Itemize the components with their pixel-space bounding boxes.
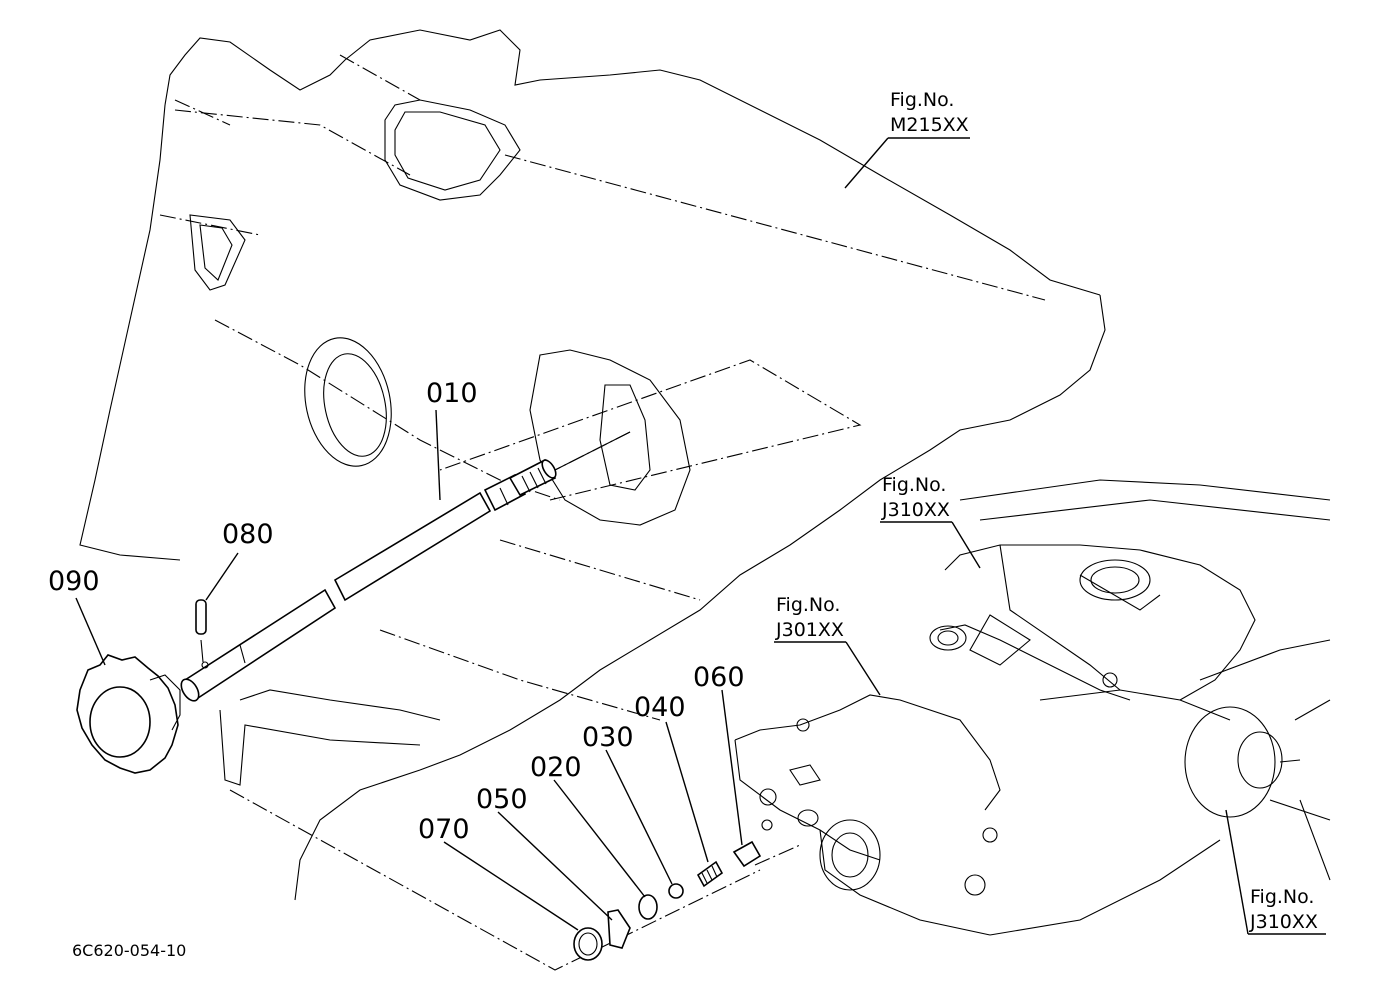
- small-parts: [573, 840, 762, 961]
- fig-ref-center-line1: Fig.No.: [776, 594, 840, 616]
- pin-080: [195, 599, 207, 663]
- ring-070: [573, 927, 603, 961]
- label-090: 090: [48, 566, 100, 597]
- fig-ref-mid-right-line2: J310XX: [881, 499, 950, 521]
- label-030: 030: [582, 722, 634, 753]
- oring-020: [638, 894, 658, 920]
- fig-ref-mid-right-line1: Fig.No.: [882, 474, 946, 496]
- spring-040: [696, 860, 724, 888]
- knob-090: [76, 654, 181, 774]
- leader-lines: [75, 137, 1326, 935]
- fig-ref-top-line1: Fig.No.: [890, 89, 954, 111]
- label-050: 050: [476, 784, 528, 815]
- ball-030: [668, 883, 684, 899]
- fig-ref-bottom-right-line1: Fig.No.: [1250, 886, 1314, 908]
- label-010: 010: [426, 378, 478, 409]
- shaft-010: [180, 431, 631, 702]
- label-070: 070: [418, 814, 470, 845]
- fig-ref-top-line2: M215XX: [890, 114, 969, 136]
- housing-outline: [79, 29, 1106, 901]
- drawing-code: 6C620-054-10: [72, 941, 186, 960]
- fig-ref-center-line2: J301XX: [775, 619, 844, 641]
- valve-assembly: [734, 479, 1331, 936]
- label-080: 080: [222, 519, 274, 550]
- label-060: 060: [693, 662, 745, 693]
- plug-060: [732, 840, 762, 868]
- label-020: 020: [530, 752, 582, 783]
- fig-ref-bottom-right-line2: J310XX: [1249, 911, 1318, 933]
- clip-050: [607, 909, 631, 949]
- label-040: 040: [634, 692, 686, 723]
